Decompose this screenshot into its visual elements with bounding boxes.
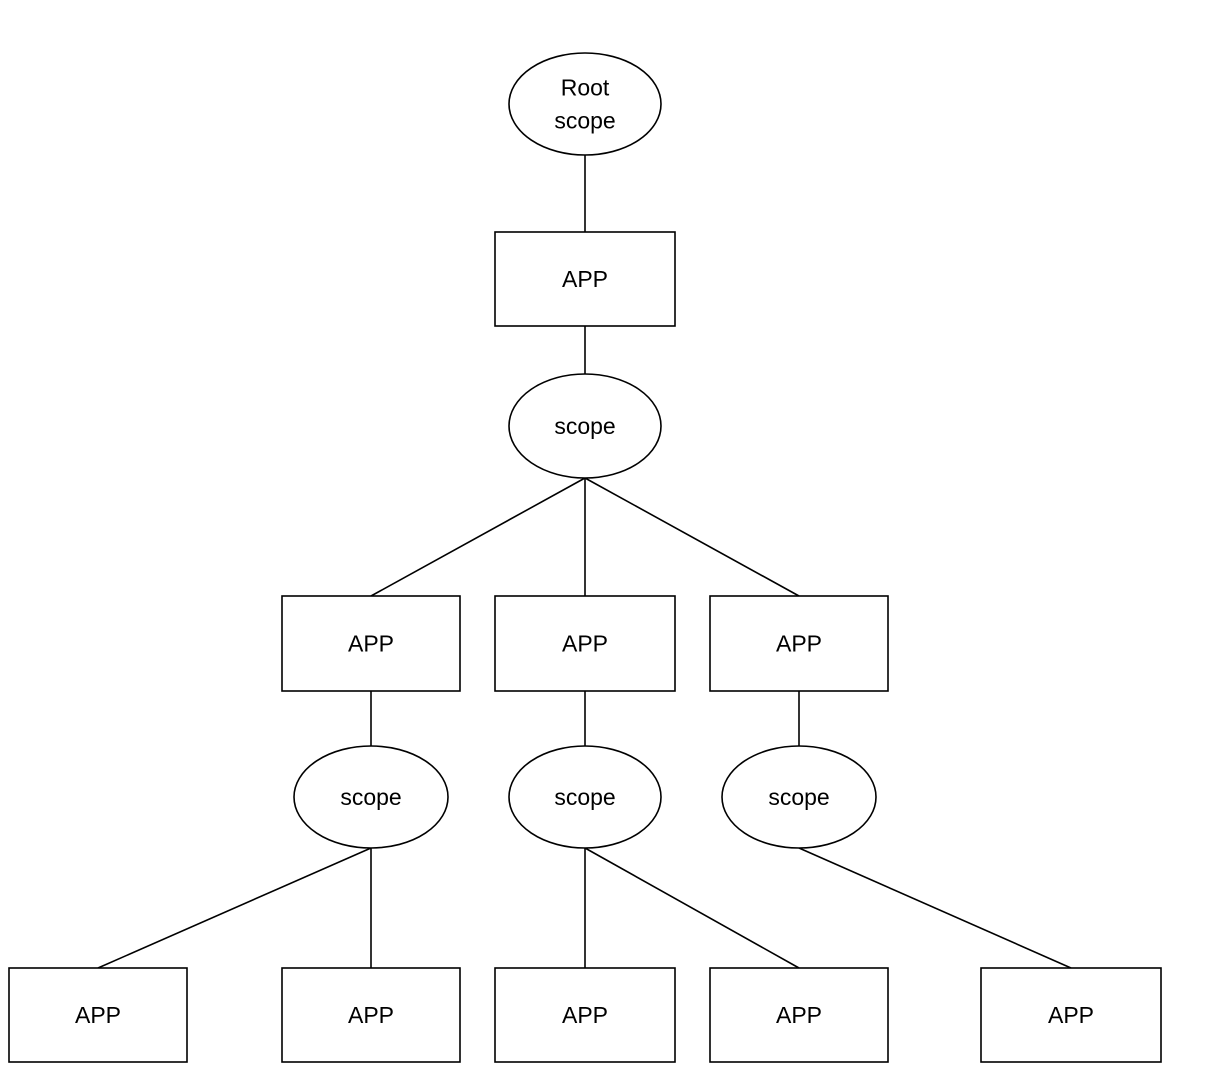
app-box	[281, 967, 461, 1063]
node-app-1: APP	[494, 231, 676, 327]
app-box	[709, 595, 889, 692]
node-label: scope	[554, 413, 615, 439]
scope-ellipse	[508, 745, 662, 849]
node-app-3c: APP	[494, 967, 676, 1063]
app-box	[494, 967, 676, 1063]
edge-scope-1-to-app-2c	[584, 477, 800, 597]
node-label: Root	[561, 75, 610, 101]
app-box	[980, 967, 1162, 1063]
node-app-3e: APP	[980, 967, 1162, 1063]
node-label: APP	[348, 631, 394, 657]
node-label: scope	[768, 784, 829, 810]
edge-scope-1-to-app-2a	[370, 477, 586, 597]
node-app-2a: APP	[281, 595, 461, 692]
app-box	[494, 595, 676, 692]
node-scope-2a: scope	[293, 745, 449, 849]
app-box	[8, 967, 188, 1063]
node-label: APP	[348, 1002, 394, 1028]
node-label: APP	[776, 631, 822, 657]
node-app-2b: APP	[494, 595, 676, 692]
scope-ellipse	[508, 373, 662, 479]
scope-ellipse	[721, 745, 877, 849]
node-label: APP	[562, 631, 608, 657]
scope-ellipse	[508, 52, 662, 156]
node-label: APP	[1048, 1002, 1094, 1028]
edge-scope-2b-to-app-3d	[584, 847, 800, 969]
node-label: scope	[340, 784, 401, 810]
app-box	[709, 967, 889, 1063]
node-label: scope	[554, 108, 615, 134]
node-app-3b: APP	[281, 967, 461, 1063]
scope-ellipse	[293, 745, 449, 849]
app-box	[281, 595, 461, 692]
node-app-3d: APP	[709, 967, 889, 1063]
node-scope-2b: scope	[508, 745, 662, 849]
node-root-scope: Root scope	[508, 52, 662, 156]
node-app-3a: APP	[8, 967, 188, 1063]
node-label: APP	[75, 1002, 121, 1028]
node-label: APP	[776, 1002, 822, 1028]
edge-scope-2a-to-app-3a	[97, 847, 372, 969]
node-label: APP	[562, 1002, 608, 1028]
node-scope-2c: scope	[721, 745, 877, 849]
node-app-2c: APP	[709, 595, 889, 692]
app-box	[494, 231, 676, 327]
node-label: APP	[562, 266, 608, 292]
node-scope-1: scope	[508, 373, 662, 479]
edge-scope-2c-to-app-3e	[798, 847, 1072, 969]
edges-layer	[97, 155, 1072, 969]
node-label: scope	[554, 784, 615, 810]
